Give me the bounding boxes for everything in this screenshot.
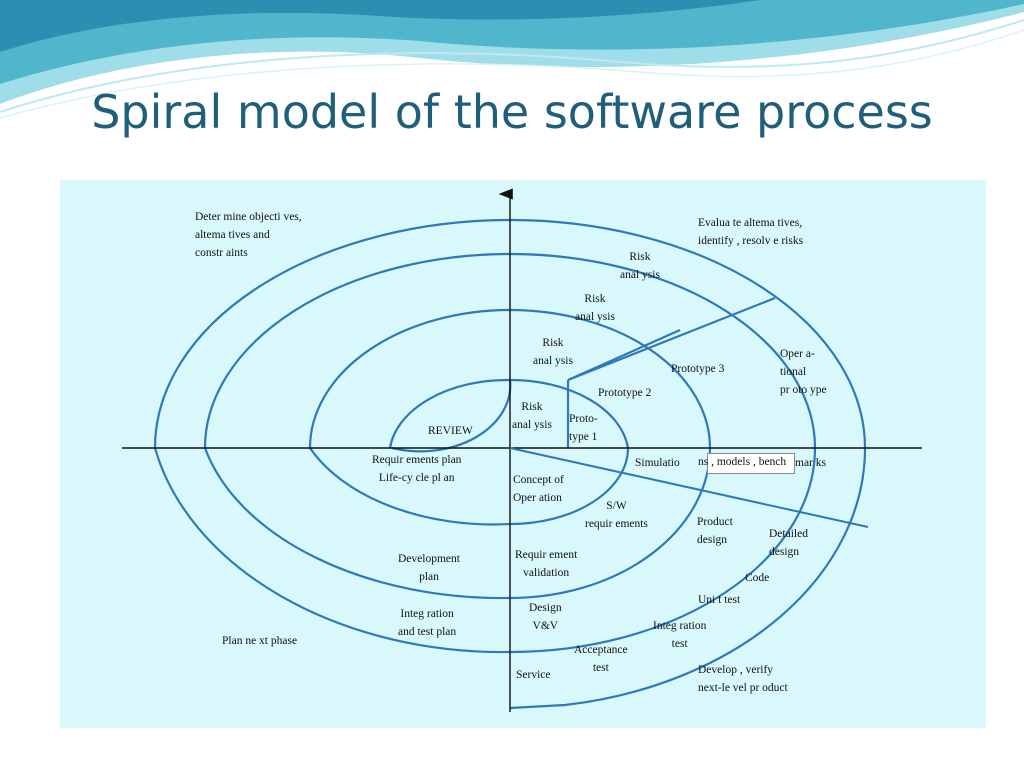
spiral-ring-1 <box>388 378 512 453</box>
label-simulations-end: mar ks <box>795 457 826 469</box>
spiral-lines <box>122 188 922 712</box>
label-acceptance-test: Acceptance test <box>574 644 628 674</box>
header-wave-decoration <box>0 0 1024 119</box>
spiral-ring-2 <box>308 308 712 600</box>
simulation-axis <box>509 447 869 528</box>
label-risk-analysis-3: Risk anal ysis <box>575 293 615 323</box>
label-service: Service <box>516 669 551 681</box>
label-prototype-1: Proto- type 1 <box>569 413 598 443</box>
label-product-design: Product design <box>697 516 733 546</box>
label-risk-analysis-4: Risk anal ysis <box>620 251 660 281</box>
label-determine-objectives: Deter mine objecti ves, altema tives and… <box>195 211 302 259</box>
label-requirement-validation: Requir ement validation <box>515 549 578 579</box>
simulations-highlight-box <box>707 453 795 474</box>
label-prototype-3: Prototype 3 <box>671 363 725 375</box>
label-review: REVIEW <box>428 425 473 437</box>
label-design-vv: Design V&V <box>529 602 562 632</box>
label-evaluate-alternatives: Evalua te altema tives, identify , resol… <box>698 217 804 247</box>
label-requirements-plan: Requir ements plan Life-cy cle pl an <box>372 454 462 484</box>
label-detailed-design: Detailed design <box>769 528 808 558</box>
label-prototype-2: Prototype 2 <box>598 387 652 399</box>
spiral-ring-3 <box>203 252 817 654</box>
label-operational-prototype: Oper a- tional pr oto ype <box>780 348 827 396</box>
label-integration-test: Integ ration test <box>653 620 707 650</box>
label-simulations-start: Simulatio <box>635 457 680 469</box>
label-code: Code <box>745 572 770 584</box>
label-risk-analysis-1: Risk anal ysis <box>512 401 552 431</box>
prototype-divider-3 <box>567 296 776 382</box>
label-plan-next-phase: Plan ne xt phase <box>222 635 298 647</box>
label-development-plan: Development plan <box>398 553 460 583</box>
label-simulations-highlighted: ns , models , bench <box>698 456 787 468</box>
label-risk-analysis-2: Risk anal ysis <box>533 337 573 367</box>
label-integration-and-test-plan: Integ ration and test plan <box>398 608 457 638</box>
spiral-diagram: Deter mine objecti ves, altema tives and… <box>60 180 986 728</box>
label-develop-verify: Develop , verify next-le vel pr oduct <box>698 664 788 694</box>
label-sw-requirements: S/W requir ements <box>585 500 648 530</box>
label-concept-of-operation: Concept of Oper ation <box>513 474 564 504</box>
label-unit-test: Uni t test <box>698 594 741 606</box>
slide-title: Spiral model of the software process <box>91 85 933 139</box>
